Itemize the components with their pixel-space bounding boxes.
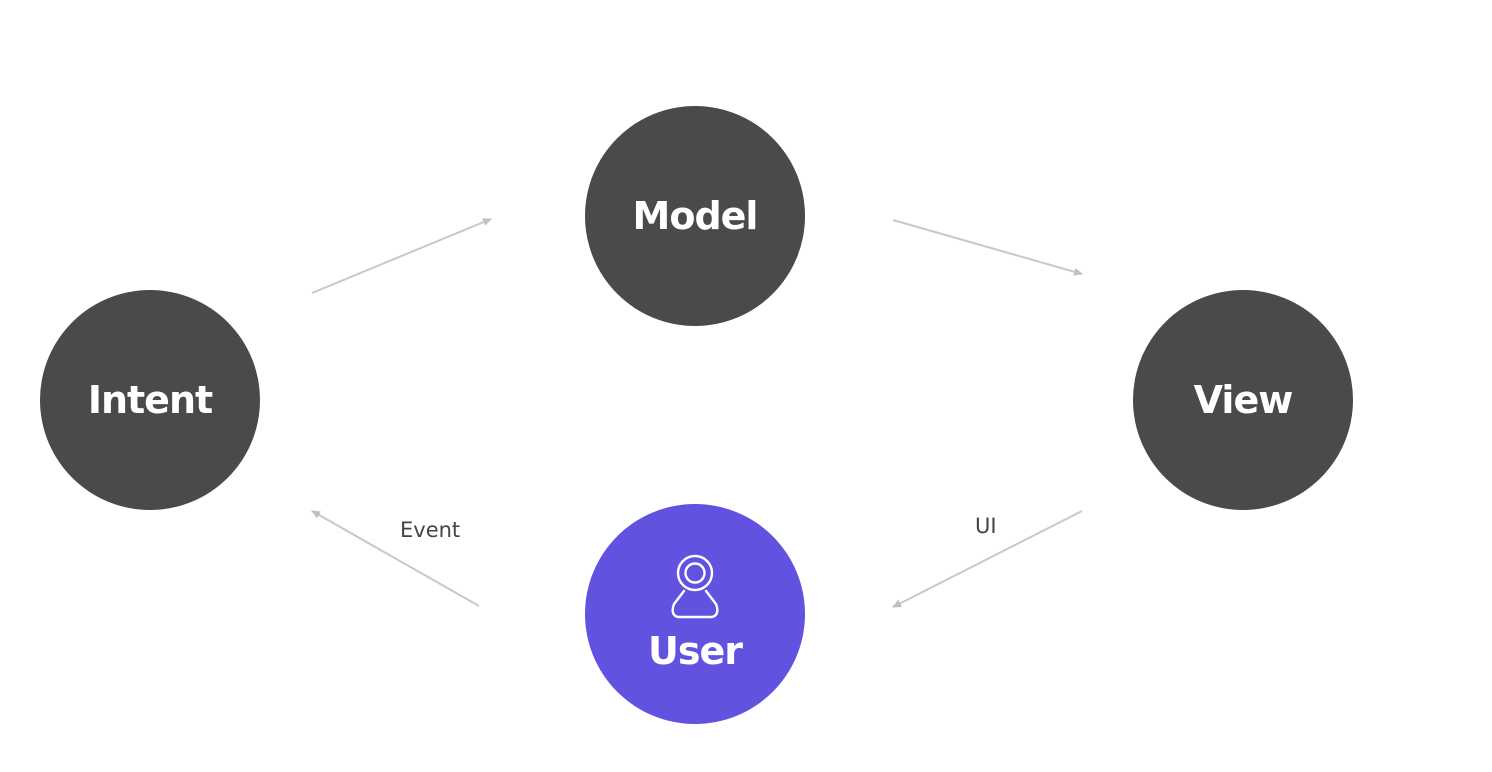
node-user-label: User	[648, 629, 743, 673]
node-view: View	[1133, 290, 1353, 510]
node-intent: Intent	[40, 290, 260, 510]
node-user: User	[585, 504, 805, 724]
node-view-label: View	[1193, 378, 1294, 422]
user-icon	[671, 554, 719, 619]
node-model-label: Model	[632, 194, 759, 238]
node-intent-label: Intent	[87, 378, 213, 422]
arrow-model-to-view	[892, 219, 1083, 276]
arrow-user-to-intent	[311, 510, 480, 607]
edge-label-event: Event	[400, 518, 461, 542]
edge-label-ui: UI	[975, 514, 997, 538]
arrow-intent-to-model	[311, 218, 492, 294]
node-model: Model	[585, 106, 805, 326]
arrow-view-to-user	[892, 510, 1083, 608]
